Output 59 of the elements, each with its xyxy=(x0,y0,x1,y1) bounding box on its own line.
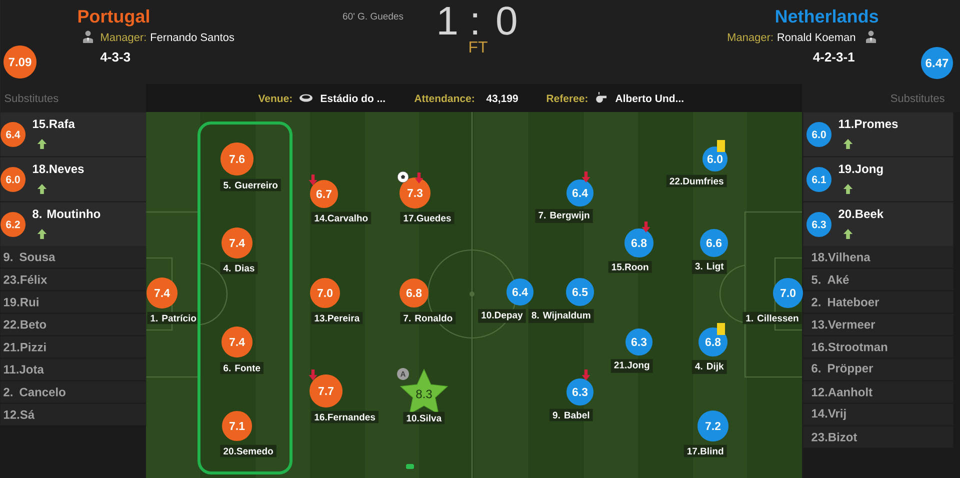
substitute-row: 6. Pröpper xyxy=(803,358,954,380)
substitute-row: 12.Aanholt xyxy=(803,381,954,403)
info-value: Estádio do ... xyxy=(320,94,385,102)
panel-heading: Substitutes xyxy=(4,94,58,102)
node-label: 22.Beto xyxy=(4,320,46,329)
node-label: 12.Aanholt xyxy=(812,388,872,396)
manager-name: Fernando Santos xyxy=(151,33,234,42)
node-label: 16.Strootman xyxy=(812,342,888,352)
substitute-row: 16.Strootman xyxy=(803,336,954,358)
node-label: 20.Beek xyxy=(838,209,884,218)
match-status: FT xyxy=(470,41,488,52)
substitute-row: 14.Vrij xyxy=(803,404,954,426)
substitute-row: 12.Sá xyxy=(0,404,146,426)
node-label: 18.Neves xyxy=(32,164,84,174)
info-label: Venue: xyxy=(258,94,292,102)
node-label: 9. Sousa xyxy=(4,252,56,262)
manager-name: Ronald Koeman xyxy=(778,33,856,42)
node-label: 2. Cancelo xyxy=(4,388,66,396)
manager-label: Manager: xyxy=(101,33,146,44)
substitute-row: 2. Cancelo xyxy=(0,381,146,403)
node-label: 15.Rafa xyxy=(32,119,75,128)
node-label: 23.Félix xyxy=(4,274,48,284)
formation: 4-2-3-1 xyxy=(813,52,854,62)
substitute-row: 11.Jota xyxy=(0,358,146,380)
node-label: 5. Aké xyxy=(812,274,849,284)
substitute-row: 13.Vermeer xyxy=(803,314,954,336)
node-label: 8. Moutinho xyxy=(32,209,100,218)
info-label: Attendance: xyxy=(414,94,474,102)
manager-label: Manager: xyxy=(728,33,772,44)
node-label: 18.Vilhena xyxy=(812,252,870,262)
node-label: 13.Vermeer xyxy=(812,320,876,329)
node-label: 6. Pröpper xyxy=(812,364,874,375)
substitute-row: 18.Vilhena xyxy=(803,246,954,268)
node-label: 12.Sá xyxy=(4,410,35,419)
team-name: Netherlands xyxy=(776,9,878,23)
substitute-row: 2. Hateboer xyxy=(803,291,954,313)
formation: 4-3-3 xyxy=(100,52,130,62)
substitute-row: 22.Beto xyxy=(0,314,146,336)
node-label: 11.Jota xyxy=(4,365,44,374)
substitute-row: 21.Pizzi xyxy=(0,336,146,358)
score: 1 : 0 xyxy=(439,6,516,35)
node-label: 19.Jong xyxy=(838,164,883,176)
goal-scorer: 60' G. Guedes xyxy=(343,12,404,20)
substitute-row: 23.Bizot xyxy=(803,426,954,448)
info-label: Referee: xyxy=(546,94,588,102)
substitute-row: 9. Sousa xyxy=(0,246,146,268)
node-label: 14.Vrij xyxy=(812,408,846,420)
node-label: 11.Promes xyxy=(838,120,898,128)
substitute-row: 5. Aké xyxy=(803,268,954,290)
node-label: 23.Bizot xyxy=(812,432,858,442)
team-name: Portugal xyxy=(78,9,149,26)
info-value: 43,199 xyxy=(486,94,518,104)
node-label: 21.Pizzi xyxy=(4,342,46,352)
node-label: 2. Hateboer xyxy=(812,298,880,306)
substitute-row: 19.Rui xyxy=(0,291,146,313)
node-label: 19.Rui xyxy=(4,298,38,306)
info-value: Alberto Und... xyxy=(615,94,684,102)
substitute-row: 23.Félix xyxy=(0,268,146,290)
panel-heading: Substitutes xyxy=(890,94,944,102)
